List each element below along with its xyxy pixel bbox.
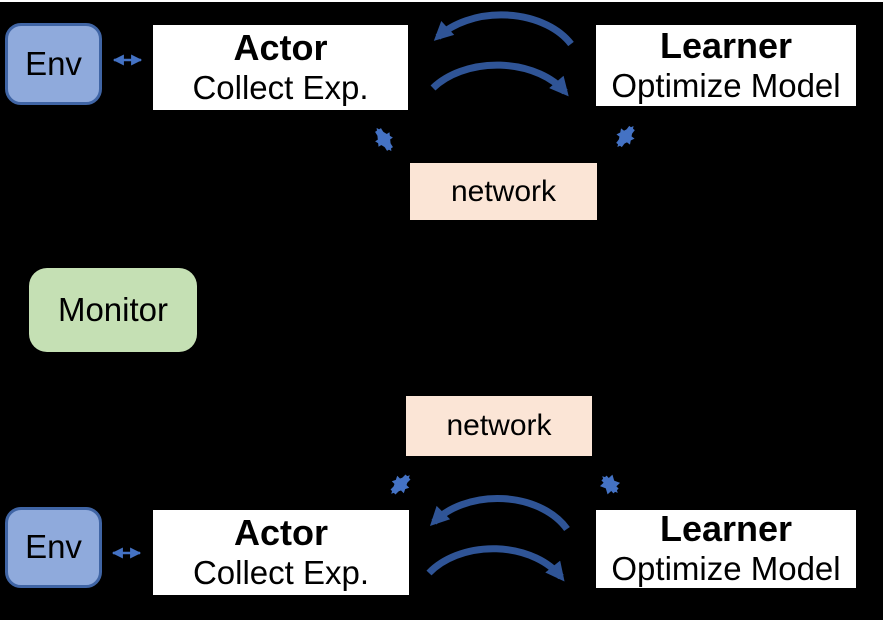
learner-title-bottom: Learner <box>659 508 793 549</box>
actor-box-top: Actor Collect Exp. <box>153 25 408 110</box>
actor-learner-cycle-bottom-icon <box>426 494 570 582</box>
learner-network-double-arrow-top-icon <box>616 125 635 148</box>
learner-box-top: Learner Optimize Model <box>596 25 856 106</box>
learner-subtitle-bottom: Optimize Model <box>611 550 841 587</box>
network-label-top: network <box>450 174 557 208</box>
cycle-upper-arc-bottom-icon <box>429 494 570 532</box>
env-box-bottom: Env <box>5 507 102 588</box>
network-actor-double-arrow-bottom-icon <box>390 474 411 495</box>
actor-subtitle-top: Collect Exp. <box>192 68 369 106</box>
network-box-top: network <box>410 163 597 220</box>
actor-network-double-arrow-top-icon <box>375 127 393 152</box>
network-box-bottom: network <box>406 396 592 456</box>
learner-subtitle-top: Optimize Model <box>611 66 841 104</box>
top-border-line <box>0 0 883 2</box>
env-label-top: Env <box>25 44 82 82</box>
cycle-upper-arc-top-icon <box>433 11 574 47</box>
actor-subtitle-bottom: Collect Exp. <box>192 553 370 591</box>
actor-title-top: Actor <box>233 26 328 68</box>
cycle-lower-arc-bottom-icon <box>426 545 565 582</box>
learner-title-top: Learner <box>659 24 793 66</box>
env-label-bottom: Env <box>25 528 82 566</box>
network-learner-double-arrow-bottom-icon <box>599 474 621 495</box>
monitor-box: Monitor <box>29 268 197 352</box>
monitor-label: Monitor <box>57 290 169 328</box>
env-box-top: Env <box>5 23 102 105</box>
cycle-lower-arc-top-icon <box>430 61 569 97</box>
actor-learner-cycle-top-icon <box>430 11 574 97</box>
actor-title-bottom: Actor <box>233 511 328 553</box>
learner-box-bottom: Learner Optimize Model <box>596 508 856 588</box>
actor-box-bottom: Actor Collect Exp. <box>153 510 409 595</box>
network-label-bottom: network <box>446 409 552 443</box>
